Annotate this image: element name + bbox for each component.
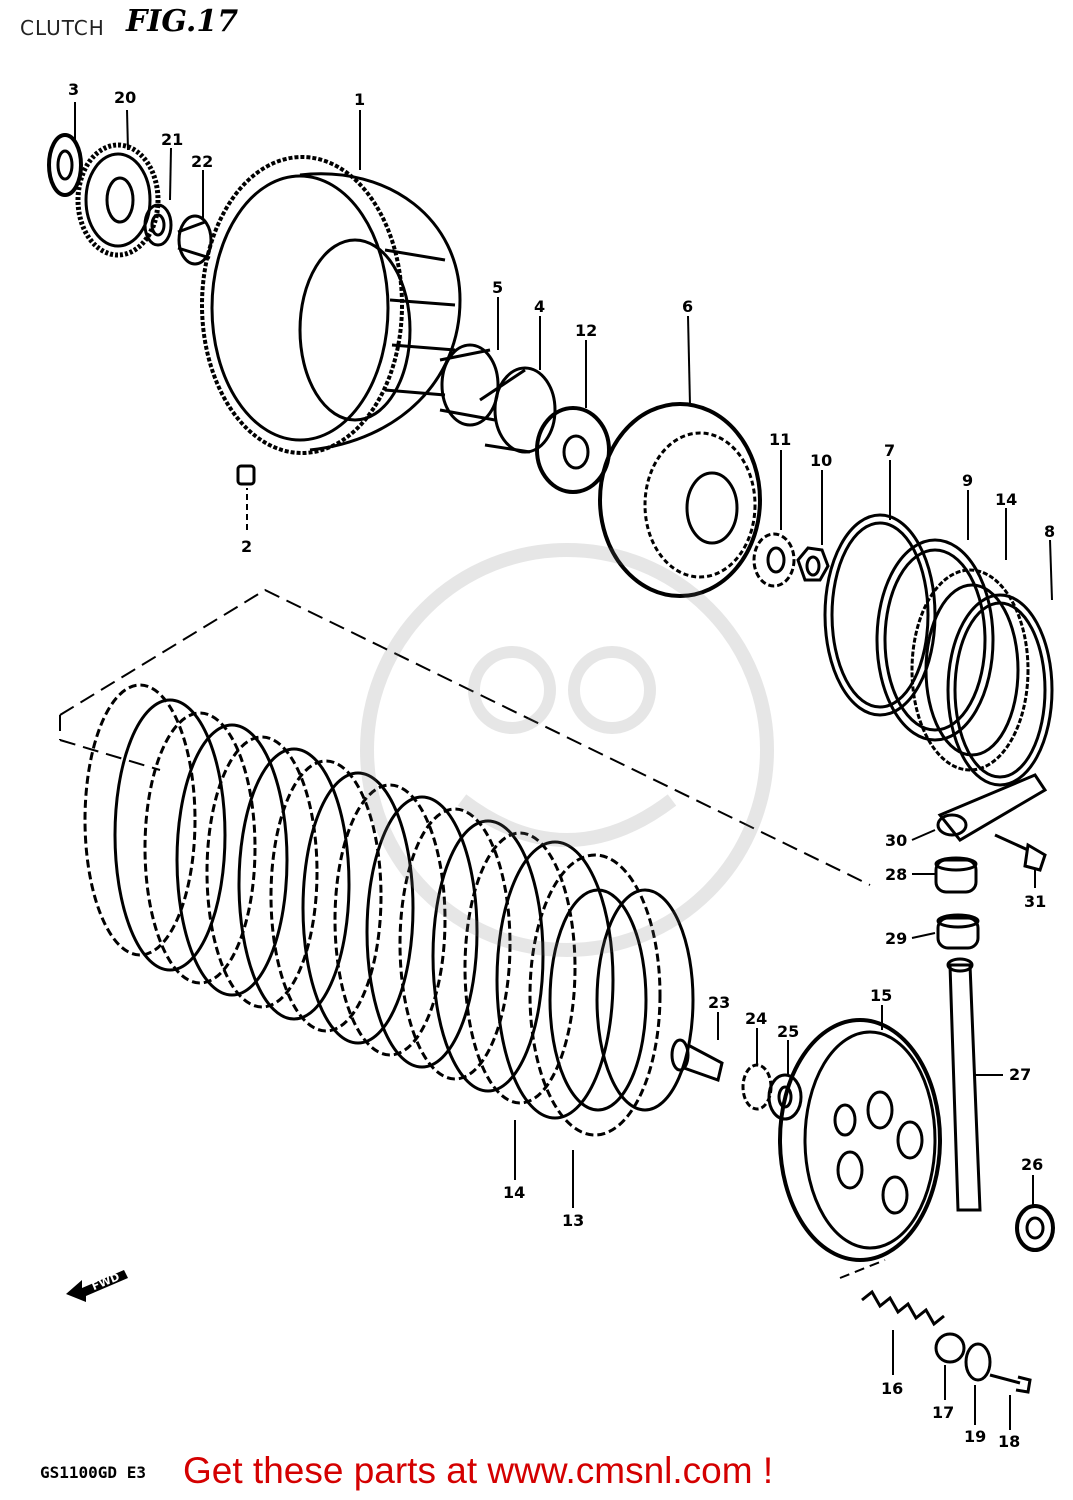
callout-24: 24 [745,1009,767,1028]
callout-21: 21 [161,130,183,149]
part-2-key [236,464,256,486]
callout-13: 13 [562,1211,584,1230]
callout-11: 11 [769,430,791,449]
page-label: CLUTCH [20,16,105,40]
part-14-drive-plate-top [910,568,1030,772]
callout-3: 3 [68,80,79,99]
part-23-bolt [670,1038,724,1082]
spring-group-guide [839,1259,886,1279]
callout-5: 5 [492,278,503,297]
part-8-wire-ring [946,593,1054,787]
part-16-clutch-spring [861,1289,945,1327]
callout-20: 20 [114,88,136,107]
callout-16: 16 [881,1379,903,1398]
callout-14-lower: 14 [503,1183,525,1202]
callout-27: 27 [1009,1065,1031,1084]
callout-17: 17 [932,1403,954,1422]
callout-4: 4 [534,297,545,316]
part-17-spring-holder [934,1332,966,1364]
callout-1: 1 [354,90,365,109]
forward-arrow-icon: FWD [64,1258,134,1308]
figure-title: FIG.17 [126,4,239,39]
fwd-label: FWD [90,1270,122,1293]
part-30-release-arm [936,773,1048,842]
model-code: GS1100GD E3 [40,1463,146,1482]
callout-28: 28 [885,865,907,884]
part-11-lock-washer [752,532,796,588]
callout-2: 2 [241,537,252,556]
leader-lines [74,102,1053,1430]
part-28-bearing [934,856,978,894]
callout-30: 30 [885,831,907,850]
part-1-clutch-housing [200,155,462,455]
part-19-washer [964,1342,992,1382]
callout-25: 25 [777,1022,799,1041]
callout-7: 7 [884,441,895,460]
callout-6: 6 [682,297,693,316]
part-31-bolt [994,833,1047,872]
callout-15: 15 [870,986,892,1005]
clutch-plate-stack [83,683,695,1137]
callout-22: 22 [191,152,213,171]
part-15-pressure-plate [778,1018,942,1262]
callout-26: 26 [1021,1155,1043,1174]
part-10-nut [796,546,830,582]
callout-labels: 3 20 21 22 1 2 5 4 12 6 11 10 7 9 14 8 3… [68,80,1055,1451]
part-21-spacer [143,203,173,247]
part-18-bolt [989,1373,1032,1394]
part-20-primary-gear [75,142,161,258]
callout-8: 8 [1044,522,1055,541]
part-12-thrust-washer [535,406,611,494]
part-3-washer [47,133,83,197]
part-27-push-rod [946,957,982,1212]
callout-10: 10 [810,451,832,470]
part-5-needle-bearing [439,343,500,427]
part-6-clutch-sleeve-hub [598,402,762,598]
part-29-bearing [936,913,980,950]
cta-link[interactable]: Get these parts at www.cmsnl.com ! [183,1450,774,1491]
part-4-sleeve-hub [479,366,557,454]
part-26-oil-seal [1015,1204,1055,1252]
callout-18: 18 [998,1432,1020,1451]
stack-guide-lines [59,588,871,886]
callout-29: 29 [885,929,907,948]
part-9-spring-washer [875,538,995,742]
callout-19: 19 [964,1427,986,1446]
callout-31: 31 [1024,892,1046,911]
part-24-lock-washer [741,1063,773,1111]
callout-12: 12 [575,321,597,340]
callout-14-upper: 14 [995,490,1017,509]
callout-9: 9 [962,471,973,490]
callout-23: 23 [708,993,730,1012]
part-7-ring [823,513,937,717]
